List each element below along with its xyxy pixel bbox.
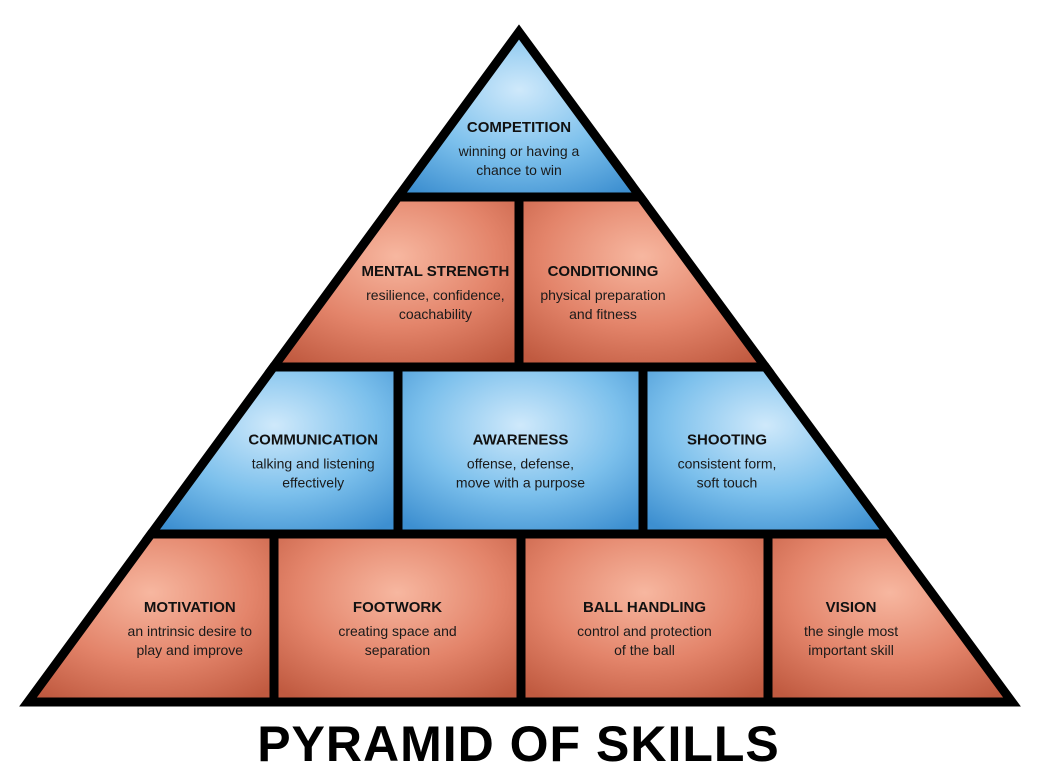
block-title-motivation: MOTIVATION [144, 599, 236, 616]
block-shape-awareness [393, 362, 648, 539]
block-desc-line-mental-strength-1: resilience, confidence, [366, 287, 505, 303]
block-desc-line-shooting-1: consistent form, [678, 456, 777, 472]
block-desc-line-awareness-2: move with a purpose [456, 475, 585, 491]
block-title-awareness: AWARENESS [473, 432, 569, 449]
pyramid-block-footwork: FOOTWORK creating space and separation [269, 529, 526, 707]
block-title-footwork: FOOTWORK [353, 599, 442, 616]
pyramid-block-mental-strength: MENTAL STRENGTH resilience, confidence, co… [264, 192, 524, 372]
block-desc-line-footwork-1: creating space and [338, 623, 456, 639]
block-shape-footwork [269, 529, 526, 707]
skills-pyramid: COMPETITION winning or having a chance to … [19, 24, 1021, 707]
pyramid-block-competition: COMPETITION winning or having a chance to … [389, 24, 650, 202]
block-shape-communication [142, 362, 403, 539]
block-shape-mental-strength [264, 192, 524, 372]
block-shape-motivation [19, 529, 279, 707]
block-title-conditioning: CONDITIONING [548, 263, 659, 280]
pyramid-title: PYRAMID OF SKILLS [257, 716, 780, 772]
block-desc-line-vision-2: important skill [808, 642, 894, 658]
block-title-communication: COMMUNICATION [248, 432, 378, 449]
pyramid-block-vision: VISION the single most important skill [763, 529, 1021, 707]
pyramid-block-awareness: AWARENESS offense, defense, move with a pu… [393, 362, 648, 539]
block-shape-ball-handling [516, 529, 773, 707]
pyramid-block-motivation: MOTIVATION an intrinsic desire to play and… [19, 529, 279, 707]
pyramid-block-communication: COMMUNICATION talking and listening effect… [142, 362, 403, 539]
block-desc-line-awareness-1: offense, defense, [467, 456, 574, 472]
block-title-mental-strength: MENTAL STRENGTH [362, 263, 510, 280]
block-desc-line-ball-handling-2: of the ball [614, 642, 675, 658]
block-shape-conditioning [514, 192, 775, 372]
block-desc-line-shooting-2: soft touch [697, 475, 758, 491]
block-desc-line-conditioning-1: physical preparation [540, 287, 665, 303]
block-desc-line-communication-1: talking and listening [252, 456, 375, 472]
block-desc-line-competition-2: chance to win [476, 162, 562, 178]
pyramid-block-conditioning: CONDITIONING physical preparation and fitn… [514, 192, 775, 372]
block-desc-line-footwork-2: separation [365, 642, 430, 658]
block-desc-line-motivation-2: play and improve [136, 642, 243, 658]
pyramid-block-shooting: SHOOTING consistent form, soft touch [638, 362, 898, 539]
block-desc-line-conditioning-2: and fitness [569, 306, 637, 322]
block-title-competition: COMPETITION [467, 119, 571, 136]
pyramid-block-ball-handling: BALL HANDLING control and protection of th… [516, 529, 773, 707]
block-desc-line-motivation-1: an intrinsic desire to [128, 623, 253, 639]
pyramid-blocks-group: COMPETITION winning or having a chance to … [19, 24, 1021, 707]
block-desc-line-communication-2: effectively [282, 475, 344, 491]
block-title-shooting: SHOOTING [687, 432, 767, 449]
block-desc-line-vision-1: the single most [804, 623, 898, 639]
block-desc-line-mental-strength-2: coachability [399, 306, 472, 322]
block-desc-line-ball-handling-1: control and protection [577, 623, 712, 639]
block-shape-shooting [638, 362, 898, 539]
block-desc-line-competition-1: winning or having a [458, 143, 580, 159]
block-title-ball-handling: BALL HANDLING [583, 599, 706, 616]
block-shape-vision [763, 529, 1021, 707]
block-title-vision: VISION [826, 599, 877, 616]
